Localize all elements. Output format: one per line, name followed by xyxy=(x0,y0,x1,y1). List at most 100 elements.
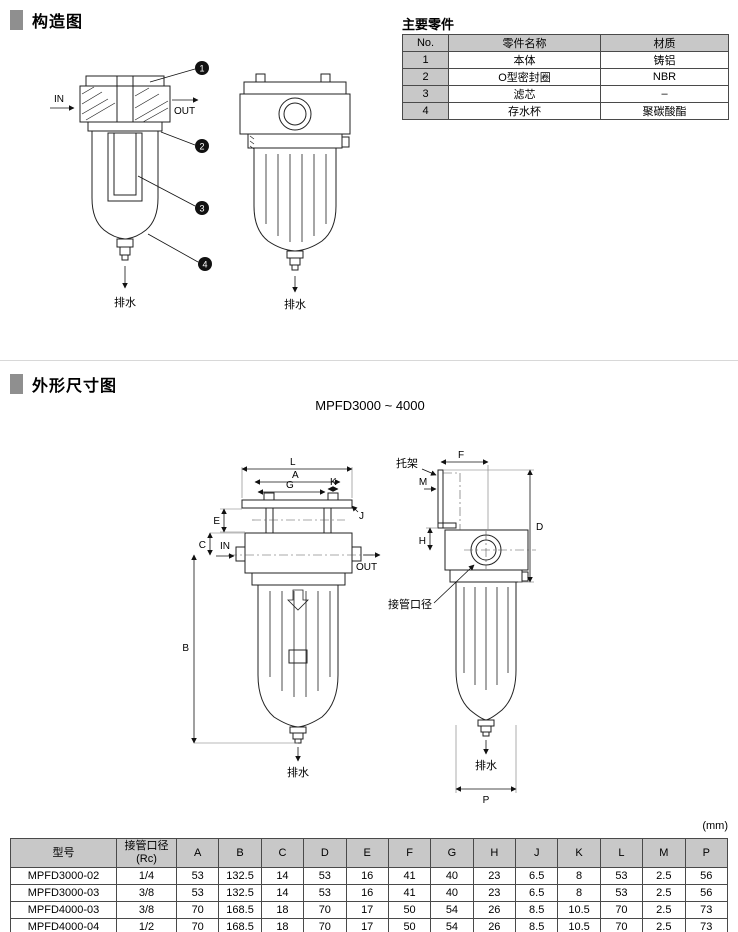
table-cell: 铸铝 xyxy=(600,51,729,69)
table-cell: 6.5 xyxy=(514,884,559,902)
table-cell: 16 xyxy=(345,867,389,885)
table-cell: 73 xyxy=(684,901,728,919)
parts-header-no: No. xyxy=(402,34,449,52)
filter-sectional-view xyxy=(79,75,171,261)
unit-note: (mm) xyxy=(702,820,728,832)
table-cell: MPFD4000-04 xyxy=(10,918,117,932)
dim-header-B: B xyxy=(218,838,262,868)
section-divider xyxy=(0,360,738,361)
drain-label-side: 排水 xyxy=(475,758,497,772)
table-cell: 3/8 xyxy=(116,901,177,919)
dim-header-F: F xyxy=(387,838,432,868)
table-cell: 54 xyxy=(430,918,474,932)
dim-header-model: 型号 xyxy=(10,838,117,868)
dimension-drawing: L A G K J E C B IN OUT 排水 xyxy=(182,450,543,806)
table-cell: 18 xyxy=(260,901,305,919)
table-cell: 73 xyxy=(684,918,728,932)
dim-header-H: H xyxy=(472,838,517,868)
dim-header-A: A xyxy=(175,838,220,868)
dim-header-rc: 接管口径 (Rc) xyxy=(116,838,177,868)
table-cell: 132.5 xyxy=(218,867,262,885)
dim-header-L: L xyxy=(599,838,644,868)
dim-header-M: M xyxy=(642,838,686,868)
side-view-body xyxy=(437,469,529,737)
structure-section-title: 构造图 xyxy=(32,14,84,31)
table-cell: MPFD4000-03 xyxy=(10,901,117,919)
table-cell: 6.5 xyxy=(514,867,559,885)
bracket-label: 托架 xyxy=(396,456,418,470)
table-cell: 10.5 xyxy=(557,918,601,932)
dim-label-K: K xyxy=(330,477,337,488)
table-cell: 存水杯 xyxy=(448,102,601,120)
dimension-section-header: 外形尺寸图 xyxy=(10,372,117,396)
dimension-section-title: 外形尺寸图 xyxy=(32,378,118,395)
front-view-body xyxy=(235,492,362,744)
table-cell: 50 xyxy=(387,901,432,919)
dim-label-L: L xyxy=(290,457,296,468)
structure-drawing: IN OUT 排水 1 2 3 4 xyxy=(50,61,351,311)
table-cell: 14 xyxy=(260,867,305,885)
table-cell: 50 xyxy=(387,918,432,932)
table-cell: 17 xyxy=(345,918,389,932)
table-cell: 3/8 xyxy=(116,884,177,902)
table-cell: 1 xyxy=(402,51,449,69)
table-cell: 41 xyxy=(387,884,432,902)
dimension-table-header-row: 型号 接管口径 (Rc) A B C D E F G H J K L M P xyxy=(10,838,728,868)
table-cell: 2.5 xyxy=(642,918,686,932)
table-cell: 53 xyxy=(175,884,220,902)
dim-label-G: G xyxy=(286,480,294,491)
dim-label-F: F xyxy=(458,450,464,461)
dim-header-E: E xyxy=(345,838,389,868)
callout-3-number: 3 xyxy=(199,204,204,214)
table-cell: 54 xyxy=(430,901,474,919)
table-cell: 8.5 xyxy=(514,918,559,932)
table-cell: 70 xyxy=(599,918,644,932)
in-label: IN xyxy=(54,94,64,105)
out-label: OUT xyxy=(174,106,195,117)
table-cell: MPFD3000-02 xyxy=(10,867,117,885)
callout-2-number: 2 xyxy=(199,142,204,152)
table-cell: 18 xyxy=(260,918,305,932)
table-cell: 53 xyxy=(599,884,644,902)
callout-4-number: 4 xyxy=(202,260,207,270)
table-cell: 2 xyxy=(402,68,449,86)
dim-label-P: P xyxy=(483,795,490,806)
table-cell: 8.5 xyxy=(514,901,559,919)
table-cell: 1/4 xyxy=(116,867,177,885)
table-cell: 16 xyxy=(345,884,389,902)
table-cell: MPFD3000-03 xyxy=(10,884,117,902)
parts-table-title: 主要零件 xyxy=(402,17,455,32)
table-cell: 70 xyxy=(599,901,644,919)
table-cell: 40 xyxy=(430,884,474,902)
bracket-hidden-line xyxy=(443,472,461,530)
table-cell: 3 xyxy=(402,85,449,103)
table-cell: 聚碳酸酯 xyxy=(600,102,729,120)
table-cell: 10.5 xyxy=(557,901,601,919)
dim-label-C: C xyxy=(199,540,206,551)
table-cell: 8 xyxy=(557,867,601,885)
table-cell: 132.5 xyxy=(218,884,262,902)
dim-header-D: D xyxy=(303,838,347,868)
callout-2: 2 xyxy=(160,131,209,153)
callout-1: 1 xyxy=(149,61,209,83)
table-cell: 8 xyxy=(557,884,601,902)
port-size-label: 接管口径 xyxy=(388,597,432,611)
table-cell: 53 xyxy=(303,867,347,885)
table-cell: 70 xyxy=(303,918,347,932)
table-cell: 168.5 xyxy=(218,918,262,932)
table-cell: 70 xyxy=(303,901,347,919)
parts-header-material: 材质 xyxy=(600,34,729,52)
drain-label-external: 排水 xyxy=(284,297,306,311)
dim-label-E: E xyxy=(213,516,220,527)
table-cell: 70 xyxy=(175,901,220,919)
table-cell: 168.5 xyxy=(218,901,262,919)
flow-labels: IN OUT xyxy=(50,94,199,117)
